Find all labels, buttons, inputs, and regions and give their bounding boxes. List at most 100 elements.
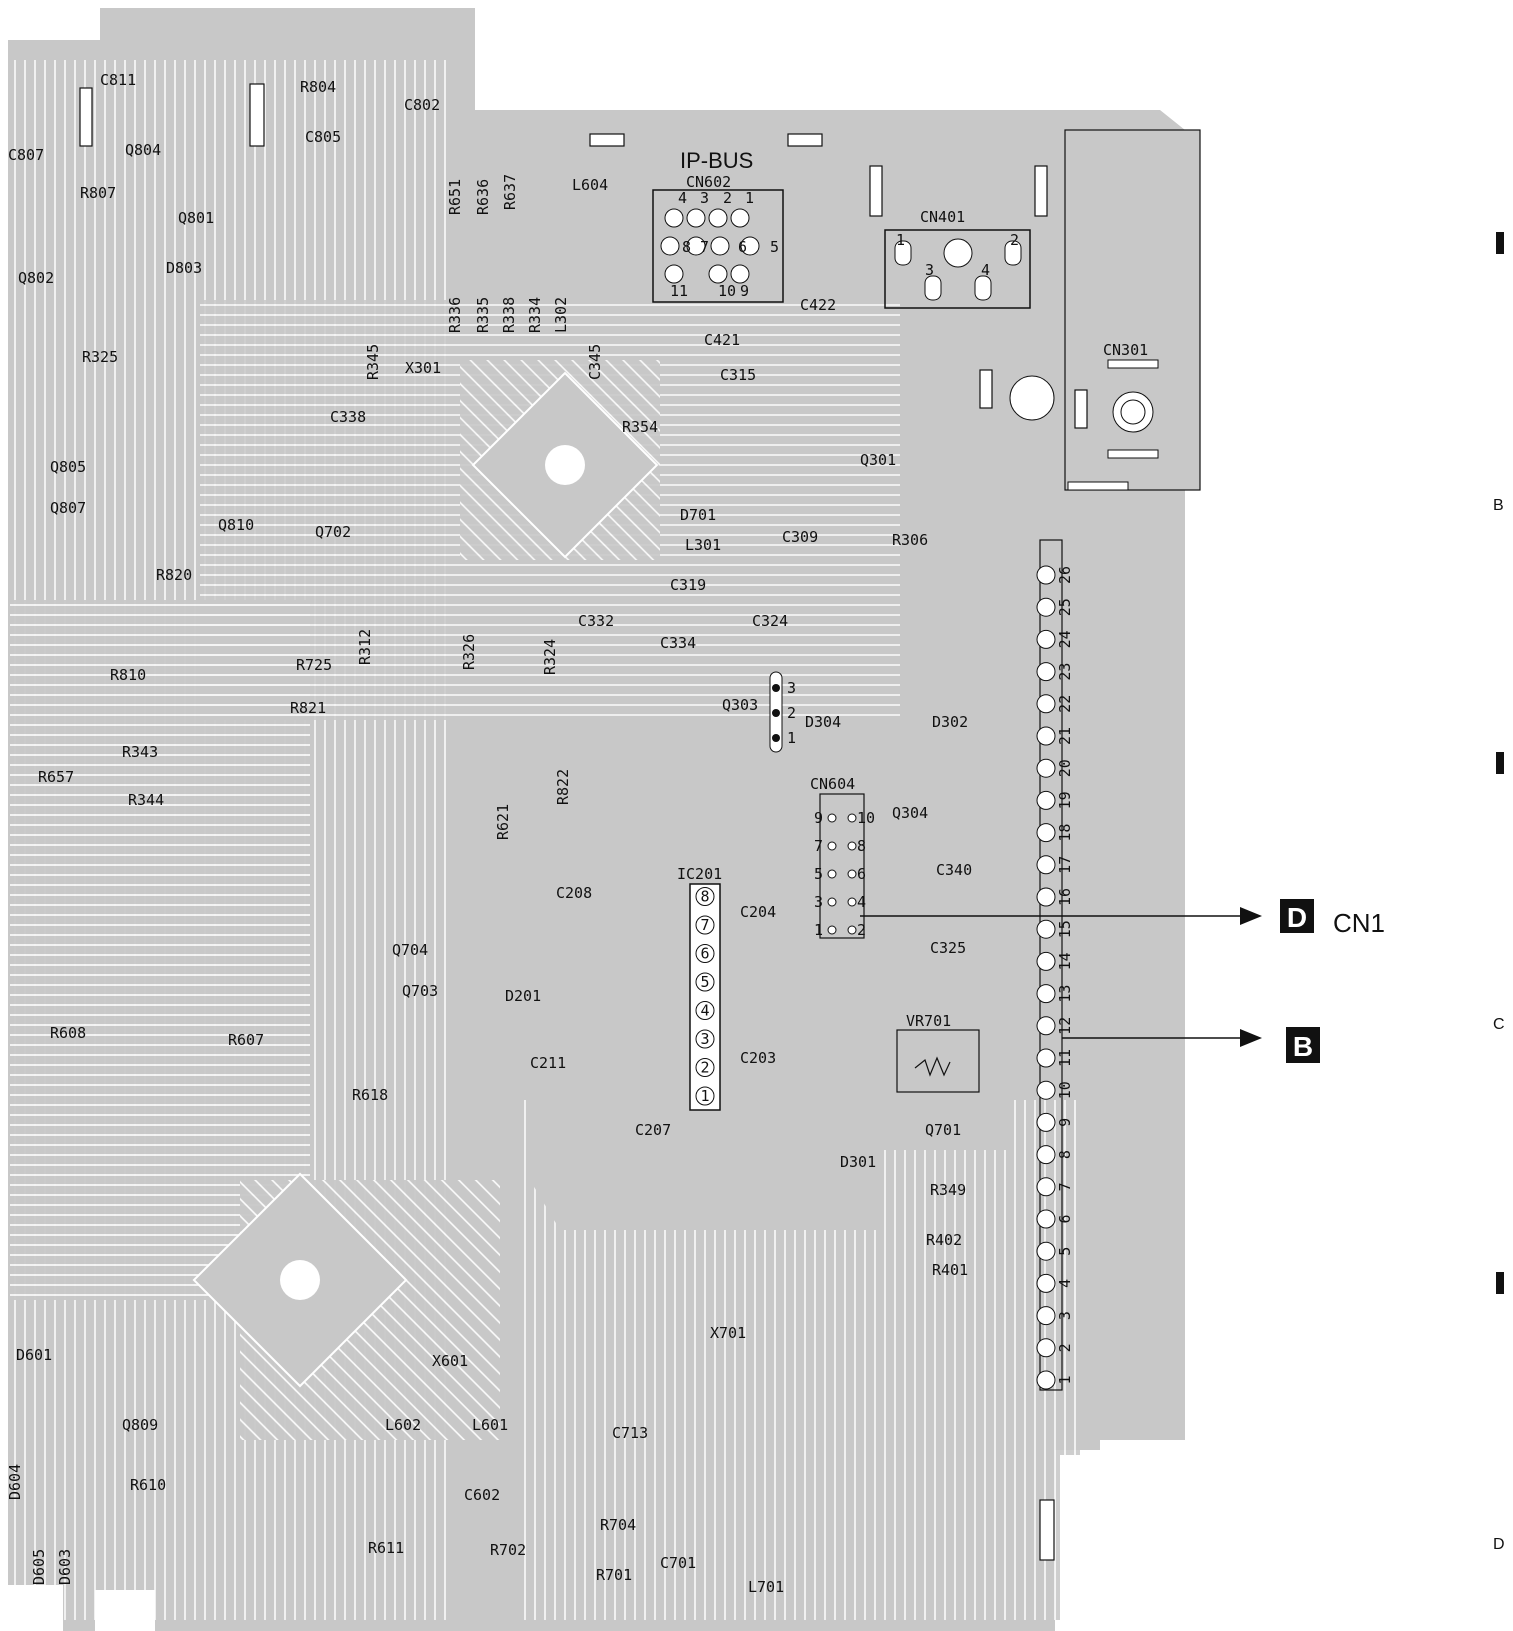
component-ref-label: R336 [446, 297, 464, 333]
cn604-pin-label: 8 [857, 837, 866, 855]
header-pad [1036, 597, 1056, 617]
component-r608: R608 [50, 1024, 86, 1042]
component-ref-label: X701 [710, 1324, 746, 1342]
component-ref-label: Q804 [125, 141, 161, 159]
component-l301: L301 [685, 536, 721, 554]
component-ref-label: R725 [296, 656, 332, 674]
d-box-label: D [1287, 902, 1307, 933]
cn602-pin-label: 7 [700, 238, 709, 256]
component-c332: C332 [578, 612, 614, 630]
component-d701: D701 [680, 506, 716, 524]
cn602-pad [708, 208, 728, 228]
ic201-pin-label: 1 [700, 1087, 709, 1105]
component-ref-label: Q801 [178, 209, 214, 227]
component-ref-label: D604 [6, 1464, 24, 1500]
ic201-pad [695, 887, 715, 906]
component-ref-label: C802 [404, 96, 440, 114]
vr701: VR701 [896, 1012, 980, 1093]
cn602-pin-label: 3 [700, 189, 709, 207]
component-r701: R701 [596, 1566, 632, 1584]
component-ref-label: C208 [556, 884, 592, 902]
cn602-pad [708, 264, 728, 284]
component-ref-label: R334 [526, 297, 544, 333]
component-x601: X601 [432, 1352, 468, 1370]
header-pin-label: 26 [1056, 566, 1074, 584]
component-ref-label: Q805 [50, 458, 86, 476]
cn602-pad [730, 264, 750, 284]
component-q809: Q809 [122, 1416, 158, 1434]
component-ref-label: R608 [50, 1024, 86, 1042]
component-c811: C811 [100, 71, 136, 89]
header-pad [1036, 1016, 1056, 1036]
component-ref-label: R618 [352, 1086, 388, 1104]
cn602-pin-label: 1 [745, 189, 754, 207]
header-pad [1036, 694, 1056, 714]
cn401-label: CN401 [920, 208, 965, 226]
ic201-pin-label: 6 [700, 945, 709, 963]
component-ref-label: L301 [685, 536, 721, 554]
component-c421: C421 [704, 331, 740, 349]
component-q804: Q804 [125, 141, 161, 159]
component-ref-label: C345 [586, 344, 604, 380]
component-r345: R345 [364, 344, 382, 380]
component-ref-label: R621 [494, 804, 512, 840]
header-pin-label: 19 [1056, 791, 1074, 809]
component-ref-label: C332 [578, 612, 614, 630]
header-pad [1036, 726, 1056, 746]
cn602-pad [664, 208, 684, 228]
component-c345: C345 [586, 344, 604, 380]
header-pin-label: 18 [1056, 824, 1074, 842]
component-c340: C340 [936, 861, 972, 879]
component-ref-label: D803 [166, 259, 202, 277]
cn604-pad [827, 925, 837, 935]
ic201-pad [695, 1086, 715, 1106]
component-c207: C207 [635, 1121, 671, 1139]
header-pin-label: 14 [1056, 952, 1074, 970]
cn602-pin-label: 4 [678, 189, 687, 207]
qfp-ic-lower [192, 1172, 408, 1388]
cn604-pin-label: 5 [814, 865, 823, 883]
component-ref-label: C309 [782, 528, 818, 546]
header-pin-label: 7 [1056, 1182, 1074, 1191]
component-ref-label: C211 [530, 1054, 566, 1072]
component-c319: C319 [670, 576, 706, 594]
component-ref-label: R338 [500, 297, 518, 333]
component-q805: Q805 [50, 458, 86, 476]
component-ref-label: Q702 [315, 523, 351, 541]
component-r312: R312 [356, 629, 374, 665]
header-pin-label: 4 [1056, 1279, 1074, 1288]
component-ref-label: R636 [474, 179, 492, 215]
cn602-pad [710, 236, 730, 256]
component-d605: D605 [30, 1549, 48, 1585]
component-r334: R334 [526, 297, 544, 333]
component-ref-label: R325 [82, 348, 118, 366]
component-r338: R338 [500, 297, 518, 333]
ic201-pin-label: 2 [700, 1059, 709, 1077]
component-r725: R725 [296, 656, 332, 674]
cn604-pad [827, 841, 837, 851]
component-q702: Q702 [315, 523, 351, 541]
component-ref-label: Q810 [218, 516, 254, 534]
header-pin-label: 23 [1056, 663, 1074, 681]
cn602-pad [740, 236, 760, 256]
header-pad [1036, 662, 1056, 682]
component-c204: C204 [740, 903, 776, 921]
cn602-pad [686, 208, 706, 228]
component-d603: D603 [56, 1549, 74, 1585]
header-pin-label: 24 [1056, 630, 1074, 648]
cn401-pin-label: 3 [925, 261, 934, 279]
header-pad [1036, 823, 1056, 843]
mounting-slots [79, 83, 1088, 1561]
cn604-pin-label: 9 [814, 809, 823, 827]
component-ref-label: C340 [936, 861, 972, 879]
component-ref-label: D201 [505, 987, 541, 1005]
component-l604: L604 [572, 176, 608, 194]
component-ref-label: L602 [385, 1416, 421, 1434]
cn604-pad [827, 869, 837, 879]
cn1-label: CN1 [1333, 908, 1385, 938]
header-pad [1036, 1080, 1056, 1100]
component-q704: Q704 [392, 941, 428, 959]
component-ref-label: Q807 [50, 499, 86, 517]
